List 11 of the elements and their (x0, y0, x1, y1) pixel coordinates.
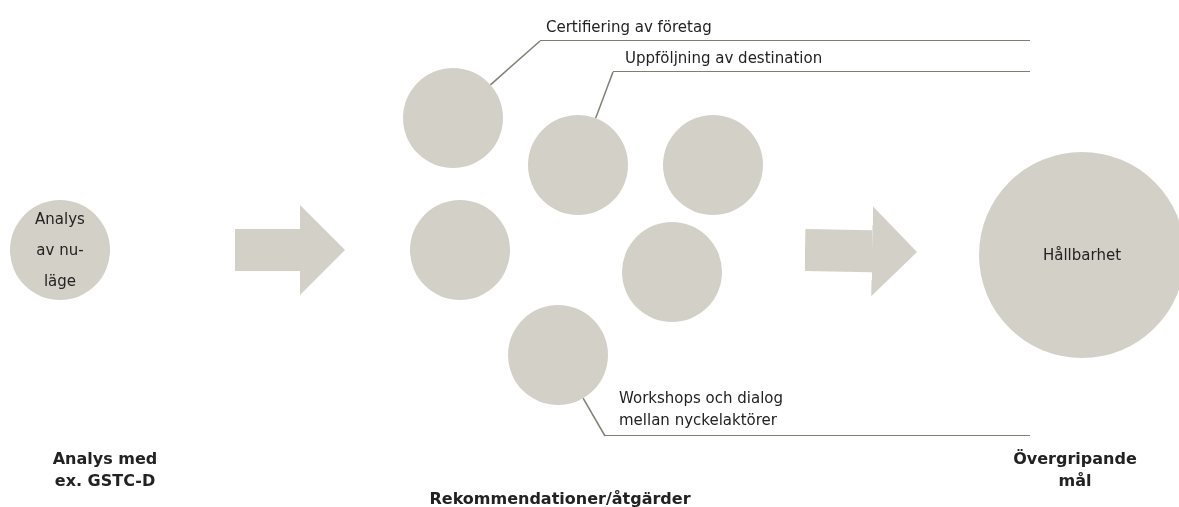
circle-label: Hållbarhet (1041, 244, 1122, 266)
leader-line (594, 71, 614, 119)
circle-label: Analys av nu- läge (34, 208, 86, 292)
leader-line (489, 40, 541, 86)
leader-line (582, 397, 606, 437)
caption-label: Rekommendationer/åtgärder (428, 488, 692, 507)
caption-label: Analys med ex. GSTC-D (51, 448, 159, 492)
leader-text: Certifiering av företag (540, 16, 1030, 41)
leader-text: Workshops och dialog mellan nyckelaktörer (605, 387, 1030, 436)
leader-text: Uppföljning av destination (613, 47, 1030, 72)
caption-label: Övergripande mål (1012, 448, 1138, 492)
